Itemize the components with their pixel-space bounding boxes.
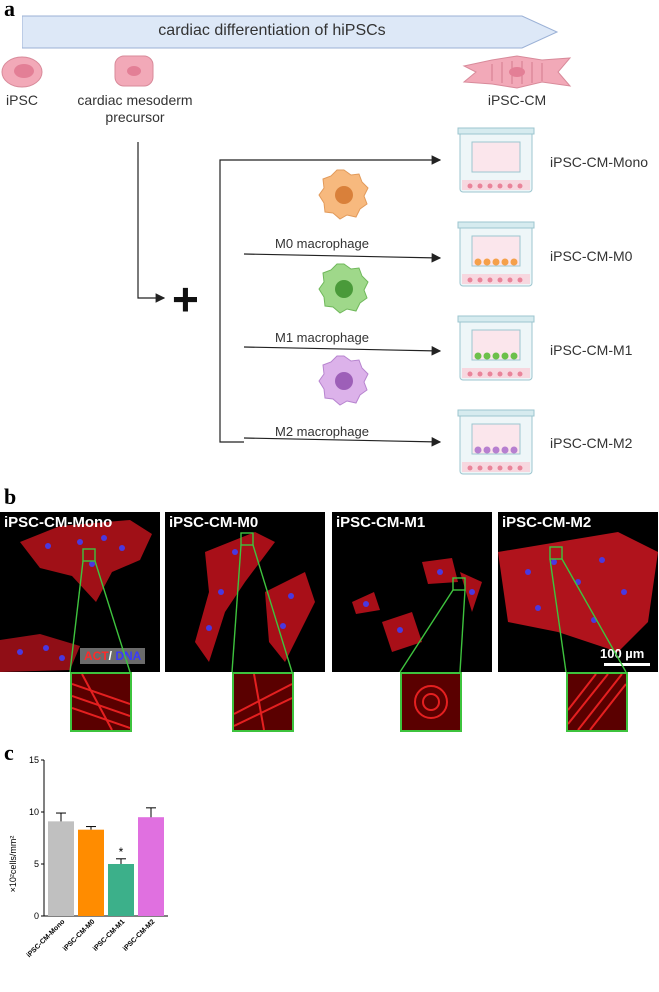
ipsc-cm-cell-icon bbox=[462, 55, 572, 89]
differentiation-arrow bbox=[22, 15, 559, 49]
bar-iPSC-CM-M2 bbox=[138, 817, 164, 916]
bar-iPSC-CM-M0 bbox=[78, 829, 104, 916]
well-m1-icon bbox=[457, 315, 535, 381]
m2-macrophage-icon bbox=[318, 355, 369, 406]
micrograph-m0: iPSC-CM-M0 bbox=[165, 512, 325, 672]
zoom-lines bbox=[69, 532, 627, 673]
y-tick-label: 15 bbox=[29, 756, 39, 765]
micrograph-m2-title: iPSC-CM-M2 bbox=[502, 514, 592, 531]
arrow-title: cardiac differentiation of hiPSCs bbox=[158, 22, 386, 39]
y-tick-label: 10 bbox=[29, 807, 39, 817]
ipsc-cell-icon bbox=[1, 56, 43, 88]
inset-m0 bbox=[232, 672, 294, 732]
significance-marker: * bbox=[119, 845, 124, 859]
stain-sep: / bbox=[108, 649, 116, 663]
x-tick-label: iPSC-CM-M2 bbox=[122, 918, 156, 952]
inset-m2 bbox=[566, 672, 628, 732]
bar-chart: ×10²cells/mm² 0 5 10 15 iPSC-CM-Mono iPSC-CM-… bbox=[8, 756, 168, 959]
well-m0-icon bbox=[457, 221, 535, 287]
micrograph-mono-title: iPSC-CM-Mono bbox=[4, 514, 113, 531]
chart-plot-area: 051015iPSC-CM-MonoiPSC-CM-M0*iPSC-CM-M1i… bbox=[26, 756, 168, 959]
panel-a-letter: a bbox=[4, 0, 15, 21]
bar-iPSC-CM-M1 bbox=[108, 864, 134, 916]
x-tick-label: iPSC-CM-Mono bbox=[26, 918, 67, 959]
well-mono-icon bbox=[457, 127, 535, 193]
mesoderm-cell-icon bbox=[114, 55, 154, 87]
stain-legend: ACT/ DNA bbox=[80, 648, 146, 664]
ipsc-cm-label: iPSC-CM bbox=[487, 92, 547, 108]
inset-mono bbox=[70, 672, 132, 732]
panel-c-letter: c bbox=[4, 740, 14, 765]
condition-label-mono: iPSC-CM-Mono bbox=[550, 154, 649, 170]
micrograph-m2: iPSC-CM-M2 100 µm bbox=[498, 512, 658, 672]
m2-macrophage-label: M2 macrophage bbox=[275, 424, 369, 439]
stain-act-label: ACT bbox=[84, 649, 109, 663]
y-axis-label: ×10²cells/mm² bbox=[8, 836, 18, 893]
m0-macrophage-label: M0 macrophage bbox=[275, 236, 369, 251]
bar-iPSC-CM-Mono bbox=[48, 821, 74, 916]
m1-macrophage-icon bbox=[318, 263, 369, 314]
scale-bar-label: 100 µm bbox=[600, 646, 645, 661]
y-tick-label: 0 bbox=[34, 911, 39, 921]
scale-bar bbox=[604, 663, 650, 666]
stain-dna-label: DNA bbox=[115, 649, 142, 663]
micrograph-m1-title: iPSC-CM-M1 bbox=[336, 514, 426, 531]
y-tick-label: 5 bbox=[34, 859, 39, 869]
panel-a-connectors bbox=[137, 142, 442, 447]
well-m2-icon bbox=[457, 409, 535, 475]
mesoderm-label: cardiac mesoderm precursor bbox=[77, 92, 193, 125]
condition-label-m1: iPSC-CM-M1 bbox=[550, 342, 633, 358]
ipsc-label: iPSC bbox=[6, 92, 38, 108]
condition-label-m2: iPSC-CM-M2 bbox=[550, 435, 633, 451]
panel-b-letter: b bbox=[4, 484, 17, 509]
m0-macrophage-icon bbox=[318, 169, 369, 220]
micrograph-m0-title: iPSC-CM-M0 bbox=[169, 514, 259, 531]
m1-macrophage-label: M1 macrophage bbox=[275, 330, 369, 345]
condition-label-m0: iPSC-CM-M0 bbox=[550, 248, 633, 264]
inset-m1 bbox=[400, 672, 462, 732]
plus-sign: + bbox=[172, 273, 199, 325]
